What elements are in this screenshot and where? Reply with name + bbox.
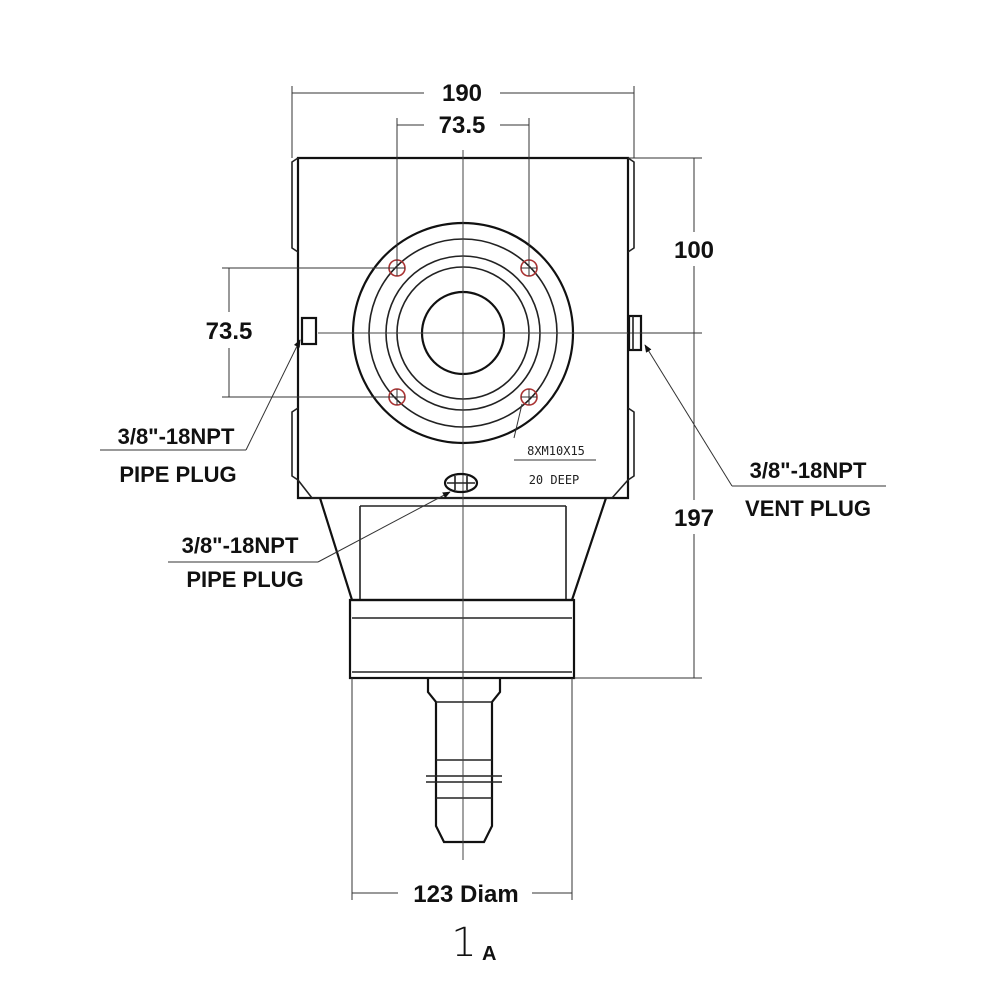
- vent-plug-name-label: VENT PLUG: [745, 496, 871, 521]
- callout-bottom-pipe-plug: 3/8"-18NPT PIPE PLUG: [168, 491, 451, 592]
- output-shaft: [426, 678, 502, 844]
- callout-left-pipe-plug: 3/8"-18NPT PIPE PLUG: [100, 339, 301, 487]
- left-plug-size-label: 3/8"-18NPT: [118, 424, 235, 449]
- view-marker: 1 A: [451, 920, 496, 966]
- dimension-bolt-horizontal: 73.5: [396, 112, 530, 262]
- view-marker-letter: A: [482, 943, 496, 965]
- bolt-hole: [388, 259, 406, 277]
- bolt-hole: [520, 388, 538, 406]
- dimension-123-diam: 123 Diam: [351, 678, 573, 908]
- bottom-plug-size-label: 3/8"-18NPT: [182, 533, 299, 558]
- left-plug-name-label: PIPE PLUG: [119, 462, 236, 487]
- dimension-190: 190: [291, 80, 635, 158]
- dimension-197-label: 197: [674, 505, 714, 532]
- gearbox-housing: [291, 156, 635, 500]
- dimension-123-diam-label: 123 Diam: [413, 881, 518, 908]
- bottom-plug-name-label: PIPE PLUG: [186, 567, 303, 592]
- bolt-hole: [520, 259, 538, 277]
- dimension-190-label: 190: [442, 80, 482, 107]
- dimension-bolt-horizontal-label: 73.5: [439, 112, 486, 139]
- dimension-bolt-vertical: 73.5: [206, 267, 390, 398]
- bottom-pipe-plug: [443, 472, 479, 494]
- center-lines: [318, 150, 640, 860]
- dimension-100-label: 100: [674, 237, 714, 264]
- thread-note-line1: 8XM10X15: [527, 444, 585, 458]
- thread-note: 8XM10X15 20 DEEP: [513, 403, 596, 487]
- dimension-197: 197: [574, 333, 714, 679]
- left-pipe-plug: [300, 316, 318, 346]
- thread-note-line2: 20 DEEP: [529, 473, 580, 487]
- vent-plug-size-label: 3/8"-18NPT: [750, 458, 867, 483]
- callout-vent-plug: 3/8"-18NPT VENT PLUG: [644, 344, 886, 521]
- bolt-hole: [388, 388, 406, 406]
- dimension-bolt-vertical-label: 73.5: [206, 318, 253, 345]
- base-flange: [348, 598, 576, 680]
- dimension-100: 100: [628, 157, 714, 334]
- view-marker-number: 1: [451, 920, 476, 966]
